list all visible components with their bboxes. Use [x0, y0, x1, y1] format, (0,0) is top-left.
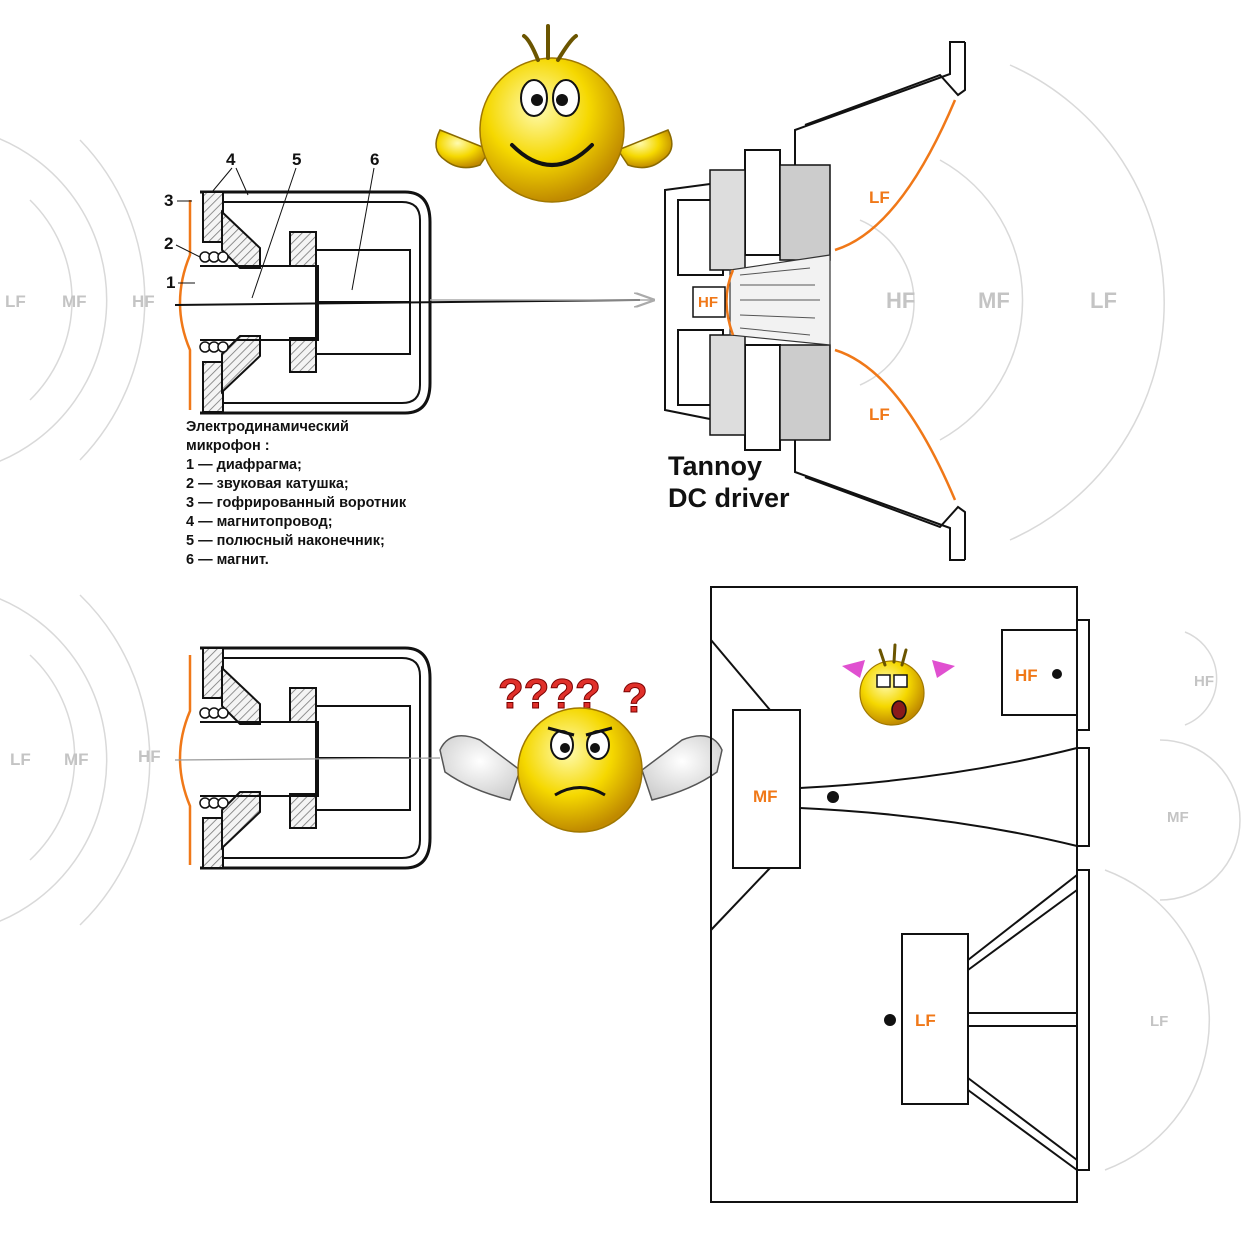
microphone-top: 1 2 3 4 5 6	[164, 150, 652, 415]
cabinet-lf-label: LF	[915, 1011, 936, 1030]
legend-line: 3 — гофрированный воротник	[186, 495, 407, 511]
callout-2: 2	[164, 234, 173, 253]
wave-label-hf-right: HF	[886, 288, 915, 313]
top-right-waves: HF MF LF	[859, 64, 1165, 541]
legend-line: микрофон :	[186, 438, 270, 454]
legend-line: 2 — звуковая катушка;	[186, 476, 349, 492]
callout-5: 5	[292, 150, 301, 169]
girl-smiley	[842, 643, 955, 726]
legend-line: 1 — диафрагма;	[186, 457, 302, 473]
top-left-waves: LF MF HF	[0, 138, 155, 462]
tannoy-title-line2: DC driver	[668, 483, 790, 513]
callout-6: 6	[370, 150, 379, 169]
diaphragm-top	[178, 200, 192, 410]
legend-line: 6 — магнит.	[186, 552, 269, 568]
cabinet-hf-label: HF	[1015, 666, 1038, 685]
microphone-legend: Электродинамический микрофон : 1 — диафр…	[186, 418, 406, 570]
wave-label-lf-bottom: LF	[10, 750, 31, 769]
happy-smiley	[435, 24, 673, 203]
wave-label-hf: HF	[132, 292, 155, 311]
wave-label-mf-br: MF	[1167, 809, 1189, 826]
speaker-cabinet: HF MF LF	[710, 586, 1090, 1203]
tannoy-caption: Tannoy DC driver	[668, 450, 790, 514]
callout-4: 4	[226, 150, 236, 169]
legend-line: Электродинамический	[186, 419, 349, 435]
confused-smiley: ???? ?	[439, 670, 723, 833]
tannoy-title-line1: Tannoy	[668, 451, 762, 481]
legend-line: 4 — магнитопровод;	[186, 514, 333, 530]
wave-label-hf-bottom: HF	[138, 747, 161, 766]
cabinet-mf-label: MF	[753, 787, 778, 806]
cabinet-lf-driver	[901, 933, 969, 1105]
tannoy-lf-top-label: LF	[869, 188, 890, 207]
wave-label-lf-br: LF	[1150, 1013, 1168, 1030]
cabinet-mf-driver	[732, 709, 801, 869]
wave-label-mf: MF	[62, 292, 87, 311]
wave-label-mf-bottom: MF	[64, 750, 89, 769]
tannoy-driver: HF LF LF	[664, 41, 966, 561]
bottom-left-waves: LF MF HF	[0, 594, 161, 926]
bottom-right-waves: HF MF LF	[1104, 631, 1241, 1171]
callout-1: 1	[166, 273, 175, 292]
glove-left	[439, 735, 521, 801]
tannoy-hf-label: HF	[698, 294, 718, 311]
cabinet-hf-driver	[1001, 629, 1078, 716]
wave-label-lf-right: LF	[1090, 288, 1117, 313]
callout-3: 3	[164, 191, 173, 210]
tannoy-lf-bottom-label: LF	[869, 405, 890, 424]
wave-label-lf: LF	[5, 292, 26, 311]
svg-text:?: ?	[622, 674, 648, 721]
legend-line: 5 — полюсный наконечник;	[186, 533, 385, 549]
microphone-bottom	[174, 646, 441, 870]
wave-label-hf-br: HF	[1194, 673, 1214, 690]
wave-label-mf-right: MF	[978, 288, 1010, 313]
